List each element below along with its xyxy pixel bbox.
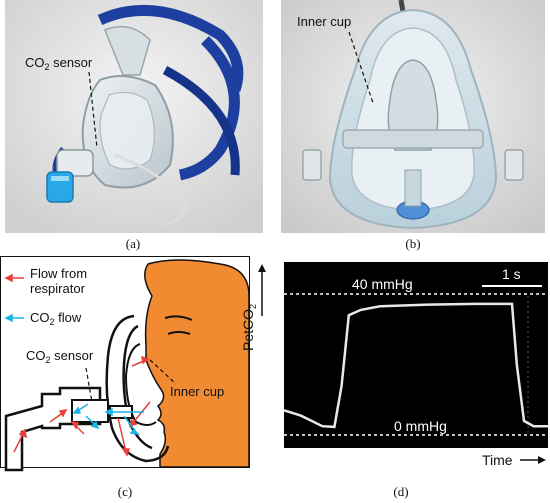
panel-a-co-text: CO	[25, 55, 45, 70]
panel-a-subscript: 2	[44, 62, 50, 72]
petco2-trace-chart	[258, 262, 548, 464]
y-axis-arrow-icon	[258, 264, 266, 272]
red-flow-arrows	[4, 273, 151, 457]
panel-a-caption: (a)	[125, 236, 141, 251]
panel-d-caption: (d)	[393, 484, 409, 499]
panel-a-sensor-word: sensor	[53, 55, 93, 70]
panel-c-caption: (c)	[117, 484, 133, 499]
petco2-series-line	[283, 302, 548, 429]
scale-bar-label: 1 s	[502, 266, 521, 282]
cyan-flow-arrows	[4, 313, 144, 436]
panel-b-caption: (b)	[405, 236, 421, 251]
y-axis-text: PetCO	[240, 308, 256, 351]
legend-co2-subscript: 2	[49, 317, 55, 327]
legend-flow-line2: respirator	[30, 281, 85, 296]
sensor-word: sensor	[54, 348, 94, 363]
lower-ref-label: 0 mmHg	[394, 418, 447, 434]
panel-c-schematic: Flow from respirator CO2 flow CO2 sensor…	[0, 256, 250, 480]
inner-cup-outline	[124, 343, 157, 426]
mask-front-photo	[281, 0, 545, 233]
panel-c-legend-flow: Flow from respirator	[30, 266, 87, 296]
panel-c-legend-co2: CO2 flow	[30, 310, 81, 327]
x-axis-label: Time	[482, 452, 513, 468]
panel-d-y-axis-label: PetCO2	[240, 304, 258, 351]
legend-flow-word: flow	[58, 310, 82, 325]
sensor-co-text: CO	[26, 348, 46, 363]
legend-co2-text: CO	[30, 310, 50, 325]
upper-ref-label: 40 mmHg	[352, 276, 413, 292]
mask-airflow-schematic	[0, 256, 250, 472]
panel-b-photo: Inner cup	[281, 0, 545, 233]
mask-shell-outline	[105, 314, 170, 463]
panel-d-chart: PetCO2 40 mmHg 0 mmHg 1 s Time	[240, 256, 550, 480]
sensor-subscript: 2	[45, 355, 51, 365]
panel-b-inner-cup-label: Inner cup	[297, 14, 352, 29]
panel-a-photo: CO2 sensor	[5, 0, 263, 233]
plot-background	[284, 262, 548, 448]
x-axis-arrow-icon	[538, 456, 546, 464]
face-profile	[144, 259, 250, 468]
panel-a-sensor-label: CO2 sensor	[25, 55, 92, 72]
legend-flow-line1: Flow from	[30, 266, 88, 281]
full-face-mask-photo	[5, 0, 263, 233]
panel-c-sensor-label: CO2 sensor	[26, 348, 93, 365]
panel-c-inner-cup-label: Inner cup	[170, 384, 225, 399]
y-axis-subscript: 2	[248, 303, 258, 309]
